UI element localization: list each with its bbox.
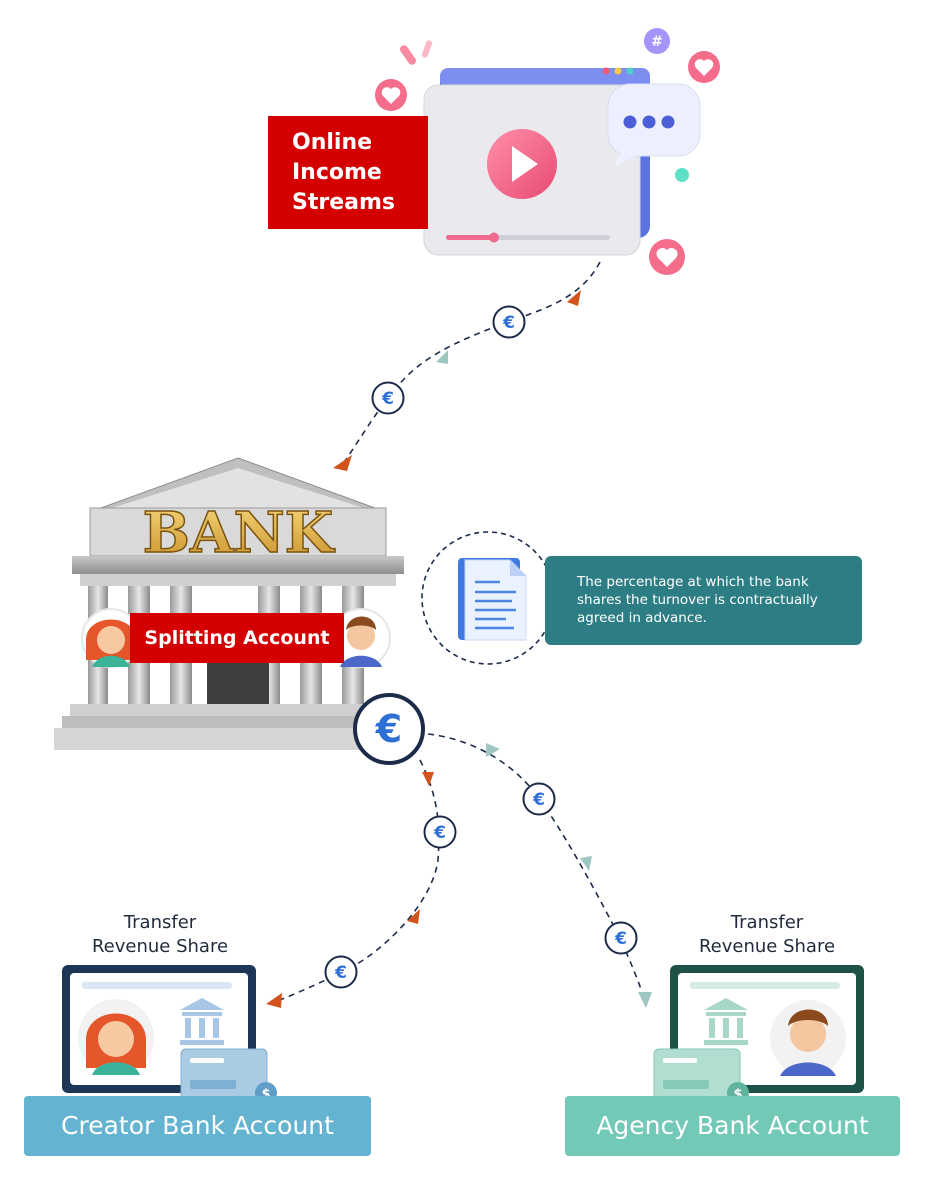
- online-income-line: Online: [292, 130, 373, 155]
- svg-text:€: €: [614, 929, 627, 949]
- arrowheads: [266, 290, 652, 1008]
- window-dot-icon: [626, 67, 634, 75]
- arrow-orange-icon: [266, 993, 282, 1008]
- creator-bank-account-label: Creator Bank Account: [24, 1096, 371, 1156]
- arrow-orange-icon: [407, 909, 420, 924]
- flow-paths: [269, 261, 647, 1005]
- flow-path-bank-to-agency: [427, 733, 647, 1005]
- online-income-label: Online Income Streams: [268, 116, 428, 229]
- splitting-account-label: Splitting Account: [130, 613, 344, 663]
- svg-text:$: $: [261, 1087, 270, 1102]
- arrow-orange-icon: [333, 455, 352, 471]
- hashtag-icon: #: [644, 28, 670, 54]
- big-euro-coin-icon: €: [353, 693, 425, 765]
- arrow-orange-icon: [567, 290, 581, 306]
- bank-mini-icon: [704, 998, 748, 1045]
- online-income-line: Income: [292, 160, 382, 185]
- transfer-line: Revenue Share: [698, 936, 836, 957]
- heart-icon: [375, 79, 407, 111]
- bank-sign: BANK: [143, 500, 336, 566]
- window-dot-icon: [614, 67, 622, 75]
- chat-bubble-icon: [607, 83, 701, 168]
- online-income-line: Streams: [292, 190, 395, 215]
- agency-avatar: [331, 608, 391, 668]
- euro-coin-icon: €: [522, 782, 556, 816]
- agency-bank-account-label: Agency Bank Account: [565, 1096, 900, 1156]
- svg-text:€: €: [334, 963, 347, 983]
- creator-transfer-caption: Transfer Revenue Share: [60, 911, 260, 959]
- svg-text:$: $: [733, 1087, 742, 1102]
- arrow-mint-icon: [580, 856, 592, 871]
- arrow-mint-icon: [486, 743, 500, 757]
- arrow-orange-icon: [422, 772, 434, 786]
- creator-account-illustration: $: [62, 965, 277, 1104]
- flow-path-income-to-bank: [339, 261, 601, 469]
- svg-text:€: €: [532, 790, 545, 810]
- flow-path-bank-to-creator: [269, 759, 440, 1005]
- euro-coin-icon: €: [492, 305, 526, 339]
- euro-coin-icon: €: [371, 381, 405, 415]
- decor-spark-icon: [421, 40, 433, 58]
- transfer-line: Transfer: [123, 912, 197, 933]
- arrow-mint-icon: [436, 350, 448, 364]
- svg-text:€: €: [375, 707, 402, 751]
- bank-building: BANK: [54, 457, 406, 750]
- svg-text:€: €: [433, 823, 446, 843]
- arrow-mint-icon: [638, 992, 652, 1008]
- creator-avatar: [81, 608, 141, 668]
- contract-info-box: The percentage at which the bank shares …: [545, 556, 862, 645]
- euro-coin-icon: €: [604, 921, 638, 955]
- heart-icon: [649, 239, 685, 275]
- credit-card-icon: [180, 1048, 268, 1102]
- contract-document-icon: [421, 531, 555, 665]
- bank-mini-icon: [180, 998, 224, 1045]
- credit-card-icon: [653, 1048, 741, 1102]
- transfer-line: Transfer: [730, 912, 804, 933]
- creator-laptop-avatar: [78, 999, 154, 1075]
- svg-text:#: #: [651, 34, 663, 50]
- agency-laptop-avatar: [770, 1000, 846, 1076]
- window-dot-icon: [602, 67, 610, 75]
- agency-account-illustration: $: [653, 965, 864, 1104]
- transfer-line: Revenue Share: [91, 936, 229, 957]
- decor-dot-icon: [675, 168, 689, 182]
- decor-spark-icon: [399, 45, 417, 65]
- heart-icon: [688, 51, 720, 83]
- video-player-illustration: #: [375, 28, 720, 275]
- svg-text:€: €: [381, 389, 394, 409]
- euro-coin-icon: €: [423, 815, 457, 849]
- agency-transfer-caption: Transfer Revenue Share: [667, 911, 867, 959]
- euro-coin-icon: €: [324, 955, 358, 989]
- svg-text:€: €: [502, 313, 515, 333]
